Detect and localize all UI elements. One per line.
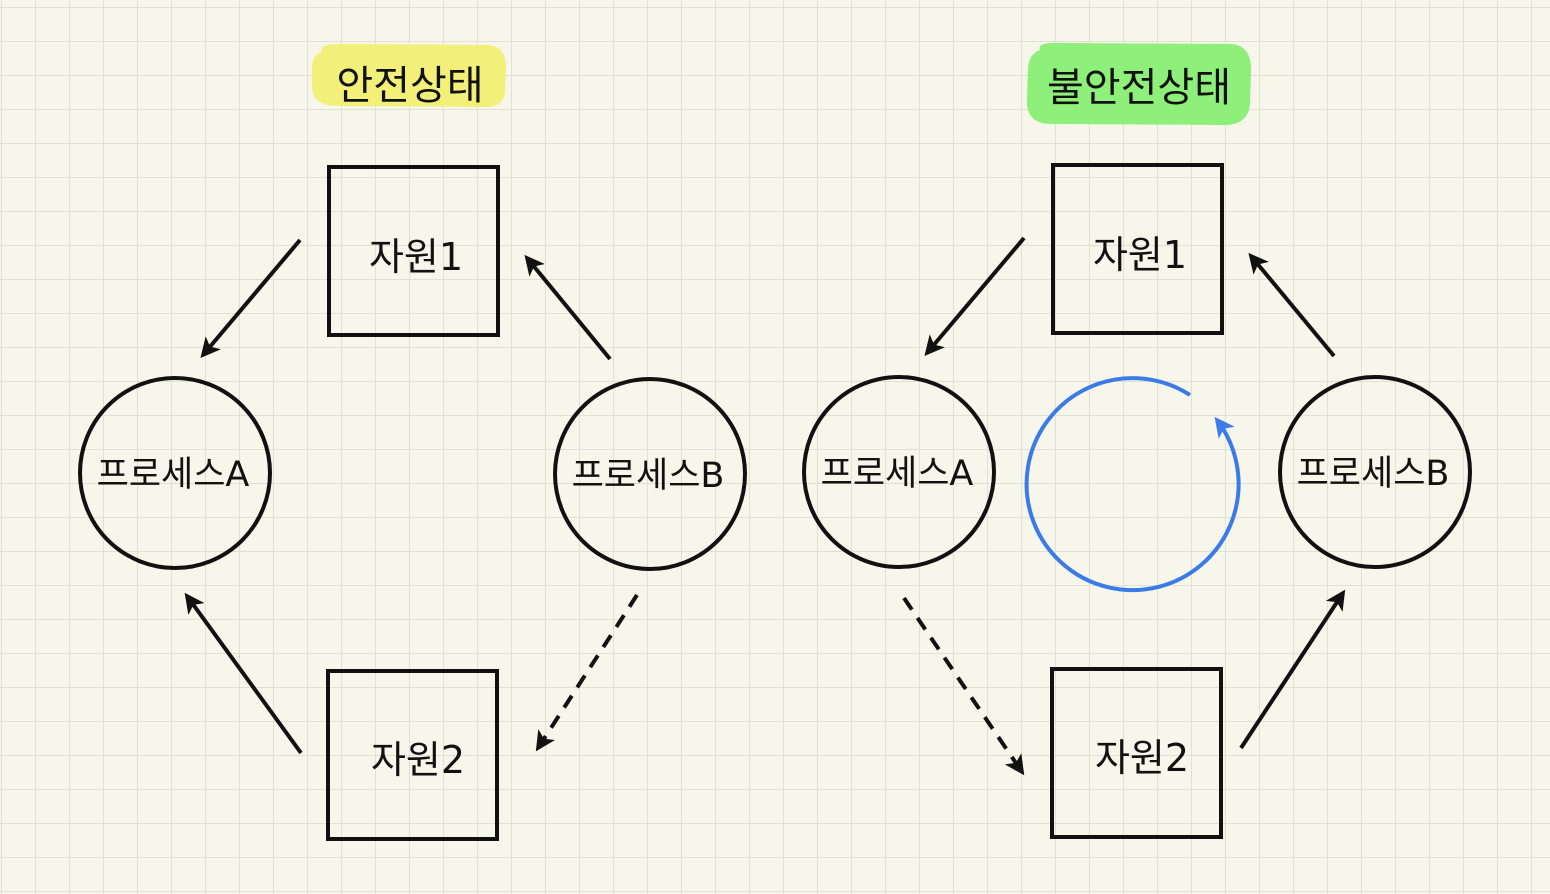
right-diagram: 불안전상태 자원1 자원2 프로세스A 프로세스B [802,42,1472,839]
left-arrow-resource2-to-process-a [184,592,303,755]
left-resource2-label: 자원2 [371,738,465,782]
left-arrow-resource1-to-process-a [200,238,302,359]
safe-title-highlight [312,44,507,108]
right-arrow-resource2-to-process-b [1239,589,1346,750]
right-resource2-label: 자원2 [1095,736,1189,780]
right-process-a-node [802,375,996,569]
left-resource2-box [326,669,499,841]
left-process-a-label: 프로세스A [97,455,250,495]
left-dashed-arrow-process-b-to-resource2 [535,593,639,752]
cycle-arrow-icon [1024,376,1241,593]
right-process-a-label: 프로세스A [821,454,974,494]
unsafe-title-highlight [1026,42,1252,126]
left-process-b-node [553,377,747,571]
left-process-b-label: 프로세스B [572,456,725,496]
right-process-b-node [1278,375,1472,569]
left-resource1-box [327,165,500,337]
right-resource2-box [1050,667,1223,839]
right-resource1-box [1051,163,1224,335]
right-arrow-process-b-to-resource1 [1248,252,1336,358]
left-diagram: 안전상태 자원1 자원2 프로세스A 프로세스B [78,44,747,841]
right-dashed-arrow-process-a-to-resource2 [902,596,1025,776]
safe-state-title: 안전상태 [336,63,483,109]
right-resource1-label: 자원1 [1093,233,1187,277]
left-resource1-label: 자원1 [369,235,463,279]
unsafe-state-title: 불안전상태 [1047,65,1231,111]
left-process-a-node [78,376,272,570]
right-process-b-label: 프로세스B [1297,454,1450,494]
right-arrow-resource1-to-process-a [924,236,1026,357]
left-arrow-process-b-to-resource1 [524,254,612,361]
